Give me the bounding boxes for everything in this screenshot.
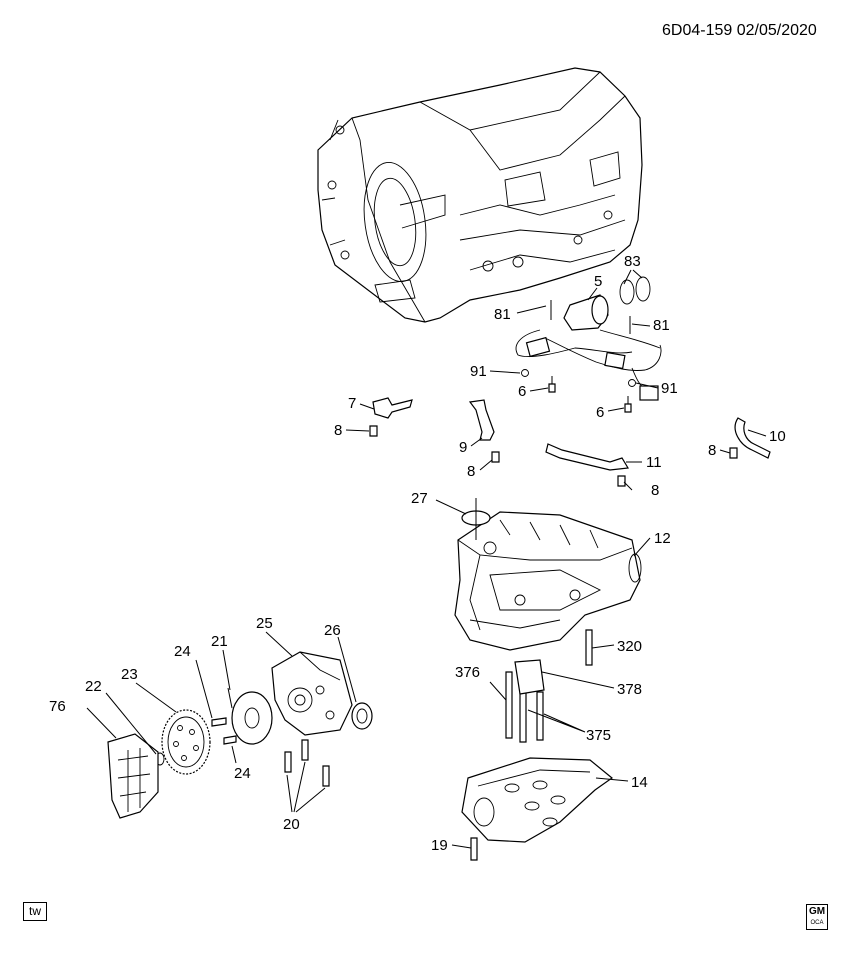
- valve-body-seal-27: [461, 498, 491, 540]
- drawing-date: 02/05/2020: [736, 22, 817, 39]
- callout-9: 9: [459, 439, 467, 456]
- leader-lines: [86, 269, 767, 849]
- harness-bolts: [521, 300, 636, 413]
- callout-8: 8: [651, 482, 659, 499]
- drawing-header: 6D04-159 02/05/2020: [662, 22, 817, 40]
- callout-10: 10: [769, 428, 786, 445]
- callout-24: 24: [234, 765, 251, 782]
- pressure-control-solenoid: [563, 294, 609, 331]
- callout-375: 375: [586, 727, 611, 744]
- callout-19: 19: [431, 837, 448, 854]
- oil-pump: [271, 651, 353, 736]
- bracket-bolts: [369, 425, 738, 487]
- callout-378: 378: [617, 681, 642, 698]
- bracket-10: [734, 417, 771, 459]
- bracket-378: [514, 659, 545, 695]
- callout-83: 83: [624, 253, 641, 270]
- callout-76: 76: [49, 698, 66, 715]
- chain-guard-76: [107, 733, 159, 819]
- pump-bolts: [211, 717, 330, 787]
- drawing-id: 6D04-159: [662, 22, 733, 39]
- callout-7: 7: [348, 395, 356, 412]
- gm-logo-text: GM: [808, 906, 826, 917]
- callout-labels: 83 5 81 81 91 6 91 6 7 8 9 8 11 8 8 10 2…: [49, 253, 786, 854]
- callout-11: 11: [646, 454, 662, 471]
- callout-26: 26: [324, 622, 341, 639]
- callout-24: 24: [174, 643, 191, 660]
- callout-25: 25: [256, 615, 273, 632]
- callout-81: 81: [653, 317, 670, 334]
- callout-21: 21: [211, 633, 228, 650]
- drive-sprocket-23: [161, 709, 211, 775]
- callout-27: 27: [411, 490, 428, 507]
- solenoid-seals: [619, 276, 651, 305]
- callout-14: 14: [631, 774, 648, 791]
- pump-seal-26: [351, 702, 373, 730]
- callout-22: 22: [85, 678, 102, 695]
- filter-bolt-19: [470, 837, 478, 861]
- callout-6: 6: [596, 404, 604, 421]
- callout-8: 8: [467, 463, 475, 480]
- callout-8: 8: [708, 442, 716, 459]
- callout-20: 20: [283, 816, 300, 833]
- tw-badge: tw: [23, 902, 47, 921]
- callout-12: 12: [654, 530, 671, 547]
- callout-8: 8: [334, 422, 342, 439]
- callout-81: 81: [494, 306, 511, 323]
- callout-5: 5: [594, 273, 602, 290]
- callout-6: 6: [518, 383, 526, 400]
- bracket-7: [372, 397, 413, 419]
- callout-23: 23: [121, 666, 138, 683]
- transmission-filter: [461, 757, 613, 843]
- bracket-9: [468, 399, 495, 441]
- bracket-11: [545, 443, 629, 471]
- callout-320: 320: [617, 638, 642, 655]
- control-valve-body: [454, 511, 642, 651]
- gm-logo: GM OCA: [806, 904, 828, 930]
- gm-logo-subtext: OCA: [810, 920, 824, 926]
- callout-91: 91: [661, 380, 678, 397]
- pump-cover-plate: [227, 687, 273, 745]
- callout-376: 376: [455, 664, 480, 681]
- callout-91: 91: [470, 363, 487, 380]
- transmission-case: [317, 67, 643, 323]
- wiring-harness: [515, 329, 662, 401]
